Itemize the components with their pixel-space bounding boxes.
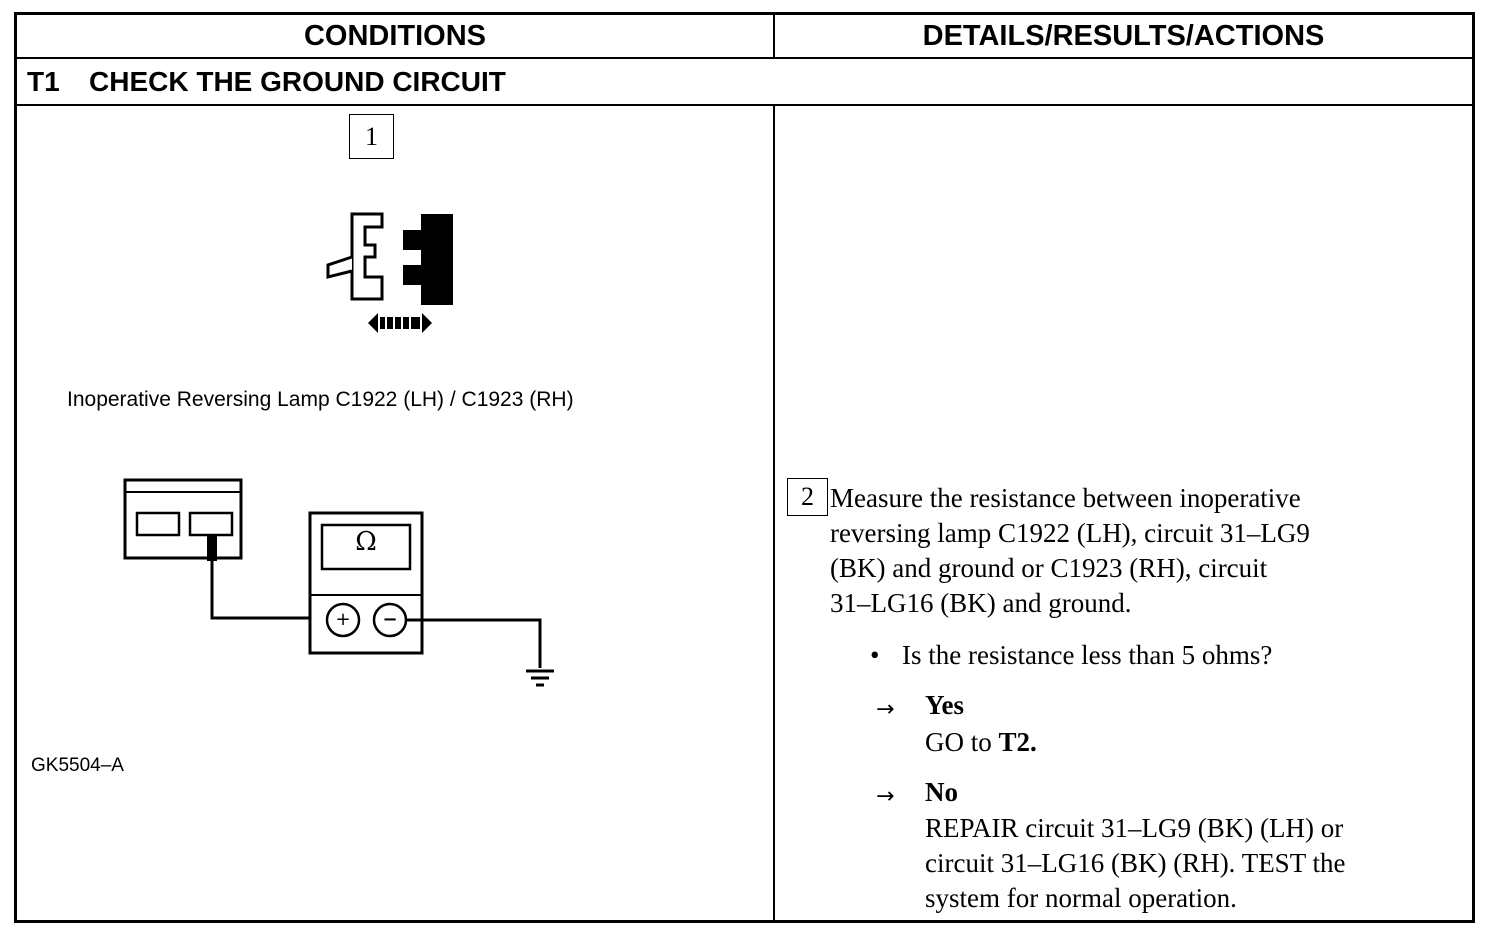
step-2-instruction: Measure the resistance between inoperati… <box>830 481 1430 621</box>
instruction-line: reversing lamp C1922 (LH), circuit 31–LG… <box>830 518 1310 548</box>
positive-terminal <box>325 602 361 638</box>
probe-lead <box>210 561 324 620</box>
ground-lead <box>406 618 542 668</box>
step-2-number: 2 <box>787 478 828 516</box>
instruction-line: 31–LG16 (BK) and ground. <box>830 588 1132 618</box>
question-item: • Is the resistance less than 5 ohms? <box>870 638 1272 673</box>
step-1-number: 1 <box>349 114 394 159</box>
plus-label: + <box>335 609 351 630</box>
diagnostic-table: CONDITIONS DETAILS/RESULTS/ACTIONS T1 CH… <box>14 12 1475 923</box>
step-1-caption: Inoperative Reversing Lamp C1922 (LH) / … <box>67 388 574 411</box>
multimeter <box>308 511 424 655</box>
connector-disconnect-icon <box>326 212 453 333</box>
question-text: Is the resistance less than 5 ohms? <box>902 640 1273 670</box>
test-title: CHECK THE GROUND CIRCUIT <box>89 65 506 97</box>
no-action: REPAIR circuit 31–LG9 (BK) (LH) or circu… <box>925 811 1345 916</box>
no-arrow-icon: → <box>876 784 895 809</box>
ohmmeter-diagram <box>123 478 554 687</box>
ground-symbol-icon <box>526 669 554 687</box>
instruction-line: Measure the resistance between inoperati… <box>830 483 1301 513</box>
figure-id: GK5504–A <box>31 755 124 776</box>
table-header: CONDITIONS DETAILS/RESULTS/ACTIONS <box>17 15 1472 59</box>
yes-action-text: GO to <box>925 727 999 757</box>
bullet-icon: • <box>870 640 880 670</box>
conditions-header: CONDITIONS <box>17 15 775 57</box>
yes-action-target: T2. <box>998 727 1037 757</box>
details-header: DETAILS/RESULTS/ACTIONS <box>922 19 1325 52</box>
no-action-line: REPAIR circuit 31–LG9 (BK) (LH) or <box>925 813 1344 843</box>
ohm-symbol: Ω <box>355 527 377 557</box>
column-divider <box>773 106 775 923</box>
no-action-line: circuit 31–LG16 (BK) (RH). TEST the <box>925 848 1346 878</box>
yes-label: Yes <box>925 690 964 720</box>
no-label: No <box>925 777 958 807</box>
minus-label: − <box>382 609 398 630</box>
instruction-line: (BK) and ground or C1923 (RH), circuit <box>830 553 1268 583</box>
test-title-row: T1 CHECK THE GROUND CIRCUIT <box>17 59 1472 106</box>
yes-action: GO to T2. <box>925 725 1037 760</box>
test-id: T1 <box>27 65 60 97</box>
connector-block <box>123 478 243 560</box>
no-action-line: system for normal operation. <box>925 883 1237 913</box>
yes-arrow-icon: → <box>876 697 895 722</box>
test-probe <box>207 535 217 561</box>
